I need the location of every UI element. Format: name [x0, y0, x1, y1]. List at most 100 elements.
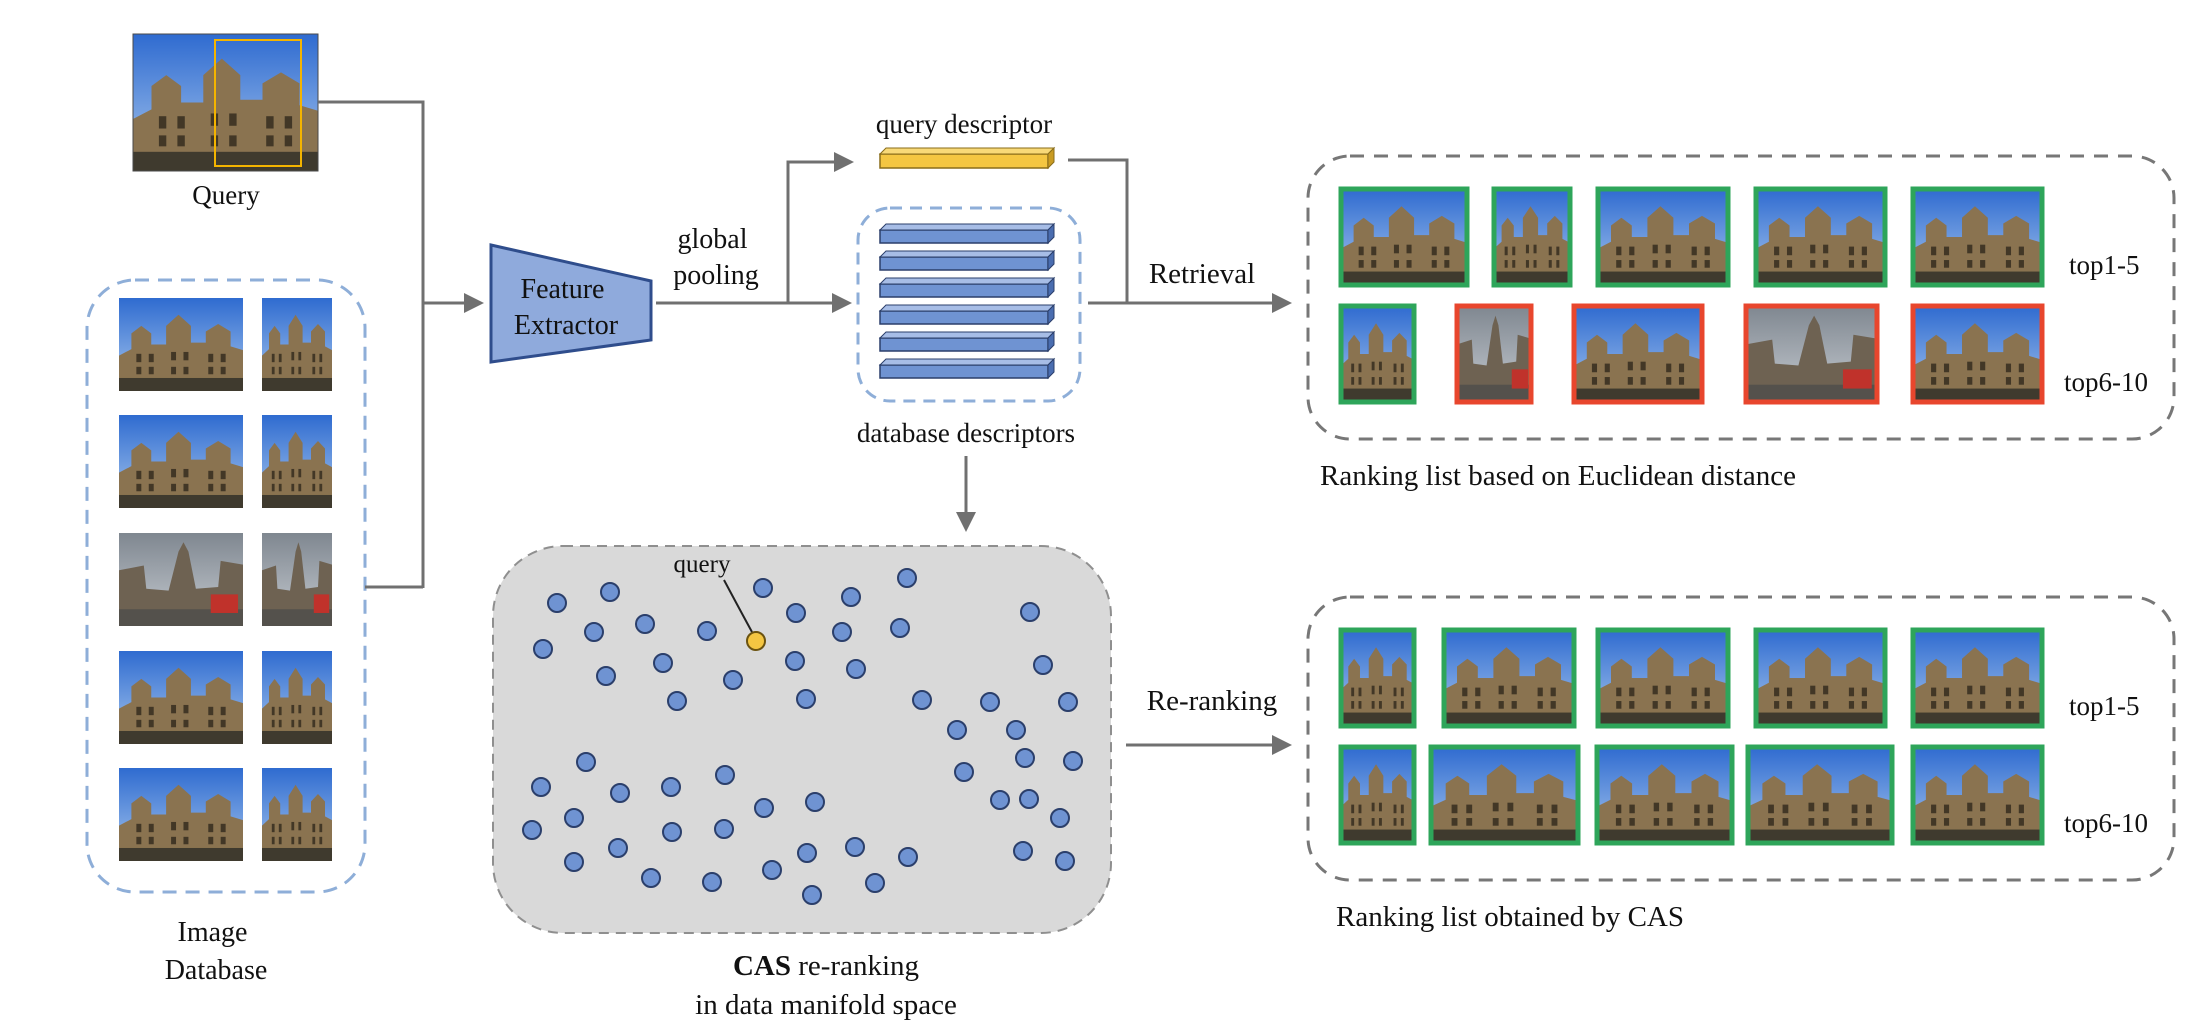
- manifold-point: [785, 651, 805, 671]
- ranking-thumbnail-correct: [1338, 627, 1417, 729]
- database-thumbnail: [262, 415, 332, 508]
- manifold-point: [697, 621, 717, 641]
- ranking-cas-thumbnails: [1338, 627, 2045, 846]
- manifold-point: [661, 777, 681, 797]
- manifold-query-point: [746, 631, 766, 651]
- feature-extractor-box: [489, 243, 653, 364]
- image-database-label-line1: Image: [178, 917, 248, 948]
- ranking-thumbnail-correct: [1753, 186, 1888, 288]
- ranking-thumbnail-correct: [1745, 744, 1895, 846]
- ranking-thumbnail-wrong: [1743, 303, 1880, 405]
- manifold-point: [533, 639, 553, 659]
- manifold-point: [841, 587, 861, 607]
- manifold-point: [832, 622, 852, 642]
- ranking-euclidean-row1-label: top1-5: [2069, 250, 2140, 280]
- global-pooling-label: global pooling: [673, 224, 759, 291]
- manifold-point: [898, 847, 918, 867]
- manifold-point: [522, 820, 542, 840]
- retrieval-connector: [1068, 158, 1292, 313]
- ranking-thumbnail-correct: [1491, 186, 1573, 288]
- database-thumbnail: [119, 651, 243, 744]
- ranking-thumbnail-correct: [1594, 744, 1735, 846]
- cas-bold: CAS: [733, 950, 791, 982]
- feature-extractor-label-line1: Feature: [521, 274, 605, 305]
- database-descriptor-bar: [878, 357, 1056, 380]
- manifold-point: [715, 765, 735, 785]
- ranking-thumbnail-correct: [1910, 627, 2045, 729]
- retrieval-label: Retrieval: [1149, 258, 1255, 290]
- manifold-point: [653, 653, 673, 673]
- manifold-point: [1033, 655, 1053, 675]
- manifold-point: [667, 691, 687, 711]
- manifold-point: [754, 798, 774, 818]
- manifold-point: [596, 666, 616, 686]
- database-descriptor-bars: [878, 222, 1056, 380]
- global-pooling-label-line2: pooling: [673, 260, 759, 291]
- manifold-point: [1013, 841, 1033, 861]
- manifold-point: [786, 603, 806, 623]
- manifold-point: [802, 885, 822, 905]
- database-thumbnails: [119, 298, 332, 861]
- ranking-euclidean-row2-label: top6-10: [2064, 367, 2148, 397]
- manifold-point: [547, 593, 567, 613]
- database-thumbnail: [119, 768, 243, 861]
- query-label: Query: [192, 180, 260, 210]
- manifold-point: [641, 868, 661, 888]
- manifold-points: [522, 568, 1083, 905]
- manifold-point: [714, 819, 734, 839]
- ranking-thumbnail-correct: [1910, 186, 2045, 288]
- database-descriptor-bar: [878, 330, 1056, 353]
- manifold-point: [1050, 808, 1070, 828]
- reranking-label: Re-ranking: [1147, 685, 1277, 717]
- manifold-point: [954, 762, 974, 782]
- cas-caption-line2: in data manifold space: [695, 989, 957, 1021]
- manifold-point: [845, 837, 865, 857]
- ranking-thumbnail-wrong: [1454, 303, 1534, 405]
- manifold-point: [584, 622, 604, 642]
- ranking-cas-frame: [1306, 595, 2176, 882]
- manifold-point: [1063, 751, 1083, 771]
- ranking-cas-row2-label: top6-10: [2064, 808, 2148, 838]
- manifold-point: [1006, 720, 1026, 740]
- database-descriptors-label: database descriptors: [857, 418, 1075, 448]
- database-thumbnail: [262, 533, 332, 626]
- manifold-point: [662, 822, 682, 842]
- ranking-thumbnail-correct: [1428, 744, 1581, 846]
- manifold-point: [723, 670, 743, 690]
- manifold-point: [1055, 851, 1075, 871]
- manifold-query-pointer: [723, 579, 753, 633]
- database-thumbnail: [119, 533, 243, 626]
- manifold-point: [980, 692, 1000, 712]
- feature-extractor-label: Feature Extractor: [514, 274, 619, 341]
- global-pooling-label-line1: global: [678, 224, 748, 255]
- manifold-panel: [492, 545, 1112, 934]
- manifold-point: [1015, 748, 1035, 768]
- database-thumbnail: [119, 415, 243, 508]
- ranking-thumbnail-correct: [1338, 303, 1417, 405]
- database-thumbnail: [262, 651, 332, 744]
- manifold-point: [1020, 602, 1040, 622]
- manifold-point: [846, 659, 866, 679]
- manifold-point: [1058, 692, 1078, 712]
- database-thumbnail: [262, 768, 332, 861]
- manifold-point: [702, 872, 722, 892]
- ranking-euclidean-frame: [1306, 154, 2176, 441]
- manifold-point: [990, 790, 1010, 810]
- image-database-label-line2: Database: [165, 955, 268, 986]
- query-descriptor-bar: [878, 146, 1056, 170]
- manifold-point: [1019, 789, 1039, 809]
- manifold-point: [608, 838, 628, 858]
- query-image: [132, 33, 319, 172]
- database-descriptor-bar: [878, 303, 1056, 326]
- manifold-point: [564, 852, 584, 872]
- query-descriptor-label: query descriptor: [876, 109, 1052, 139]
- database-descriptor-bar: [878, 222, 1056, 245]
- ranking-thumbnail-correct: [1338, 186, 1470, 288]
- input-connectors: [318, 100, 484, 589]
- manifold-point: [947, 720, 967, 740]
- manifold-point: [531, 777, 551, 797]
- ranking-thumbnail-wrong: [1571, 303, 1705, 405]
- manifold-query-label: query: [674, 551, 731, 578]
- manifold-point: [762, 860, 782, 880]
